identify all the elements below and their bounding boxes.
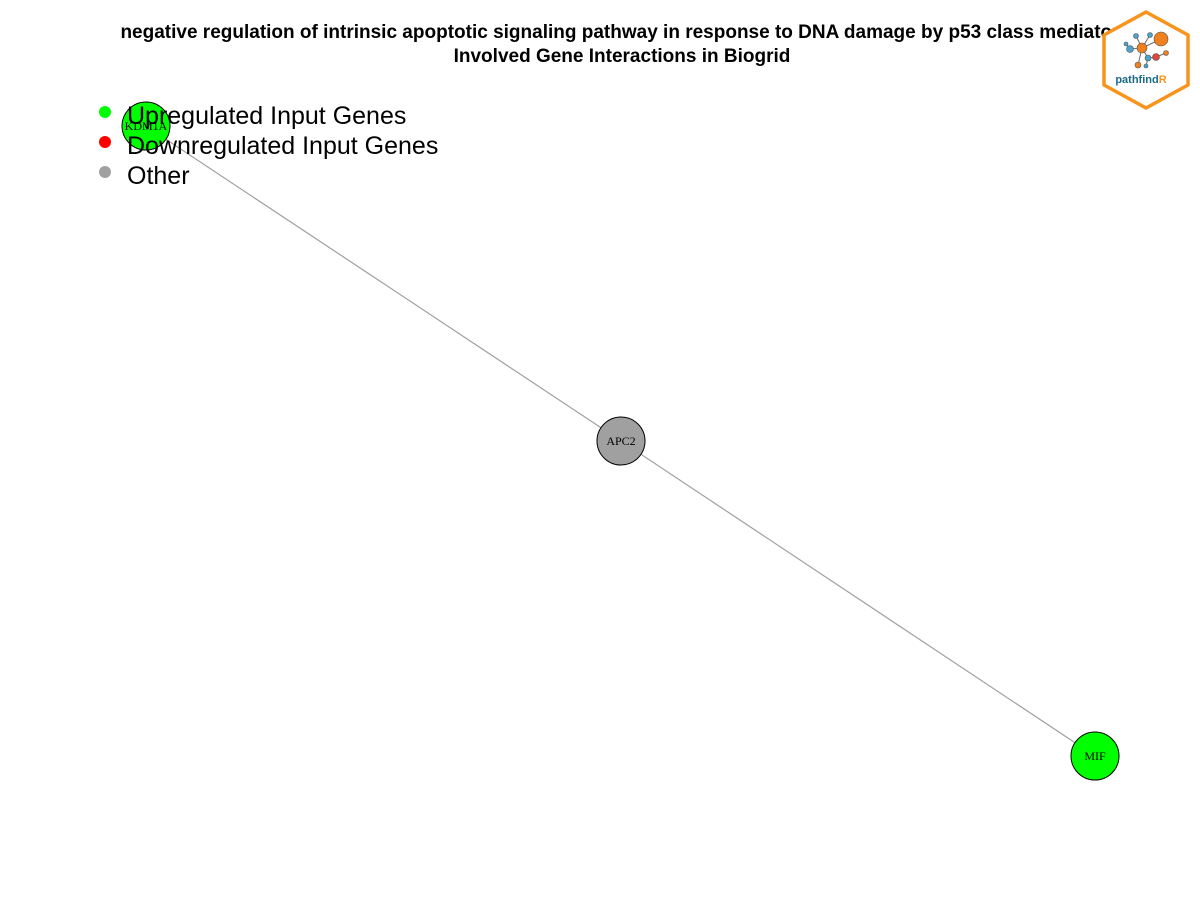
node-label-kdm1a: KDM1A: [125, 119, 168, 133]
logo-node-icon: [1153, 31, 1169, 47]
legend-label-downregulated: Downregulated Input Genes: [127, 132, 438, 160]
logo-node-icon: [1133, 33, 1139, 39]
legend: Upregulated Input Genes Downregulated In…: [99, 102, 438, 190]
node-kdm1a: KDM1A: [121, 101, 171, 151]
node-label-mif: MIF: [1084, 749, 1106, 763]
legend-label-upregulated: Upregulated Input Genes: [127, 102, 406, 130]
logo-node-icon: [1126, 45, 1134, 53]
logo-node-icon: [1147, 32, 1153, 38]
title-line-1: negative regulation of intrinsic apoptot…: [120, 22, 1120, 43]
legend-label-other: Other: [127, 162, 190, 190]
node-circle-apc2: [596, 416, 646, 466]
logo-node-icon: [1123, 41, 1129, 47]
node-mif: MIF: [1070, 731, 1120, 781]
logo-node-icon: [1143, 63, 1149, 69]
title-line-2: Involved Gene Interactions in Biogrid: [454, 46, 791, 67]
legend-marker-other: [99, 166, 111, 178]
logo-node-icon: [1134, 61, 1142, 69]
logo-wordmark: pathfindR: [1115, 74, 1166, 86]
pathfindr-logo: pathfindR: [1102, 10, 1190, 110]
legend-marker-downregulated: [99, 136, 111, 148]
logo-node-icon: [1163, 50, 1169, 56]
logo-node-icon: [1136, 42, 1148, 54]
logo-node-icon: [1144, 54, 1152, 62]
edge-kdm1a-apc2: [145, 125, 622, 442]
edge-apc2-mif: [620, 440, 1096, 757]
node-label-apc2: APC2: [606, 434, 635, 448]
node-circle-mif: [1070, 731, 1120, 781]
node-circle-kdm1a: [121, 101, 171, 151]
logo-network-icon: [1123, 31, 1169, 69]
legend-marker-upregulated: [99, 106, 111, 118]
edges-layer: [145, 125, 1096, 757]
node-apc2: APC2: [596, 416, 646, 466]
logo-node-icon: [1152, 53, 1160, 61]
